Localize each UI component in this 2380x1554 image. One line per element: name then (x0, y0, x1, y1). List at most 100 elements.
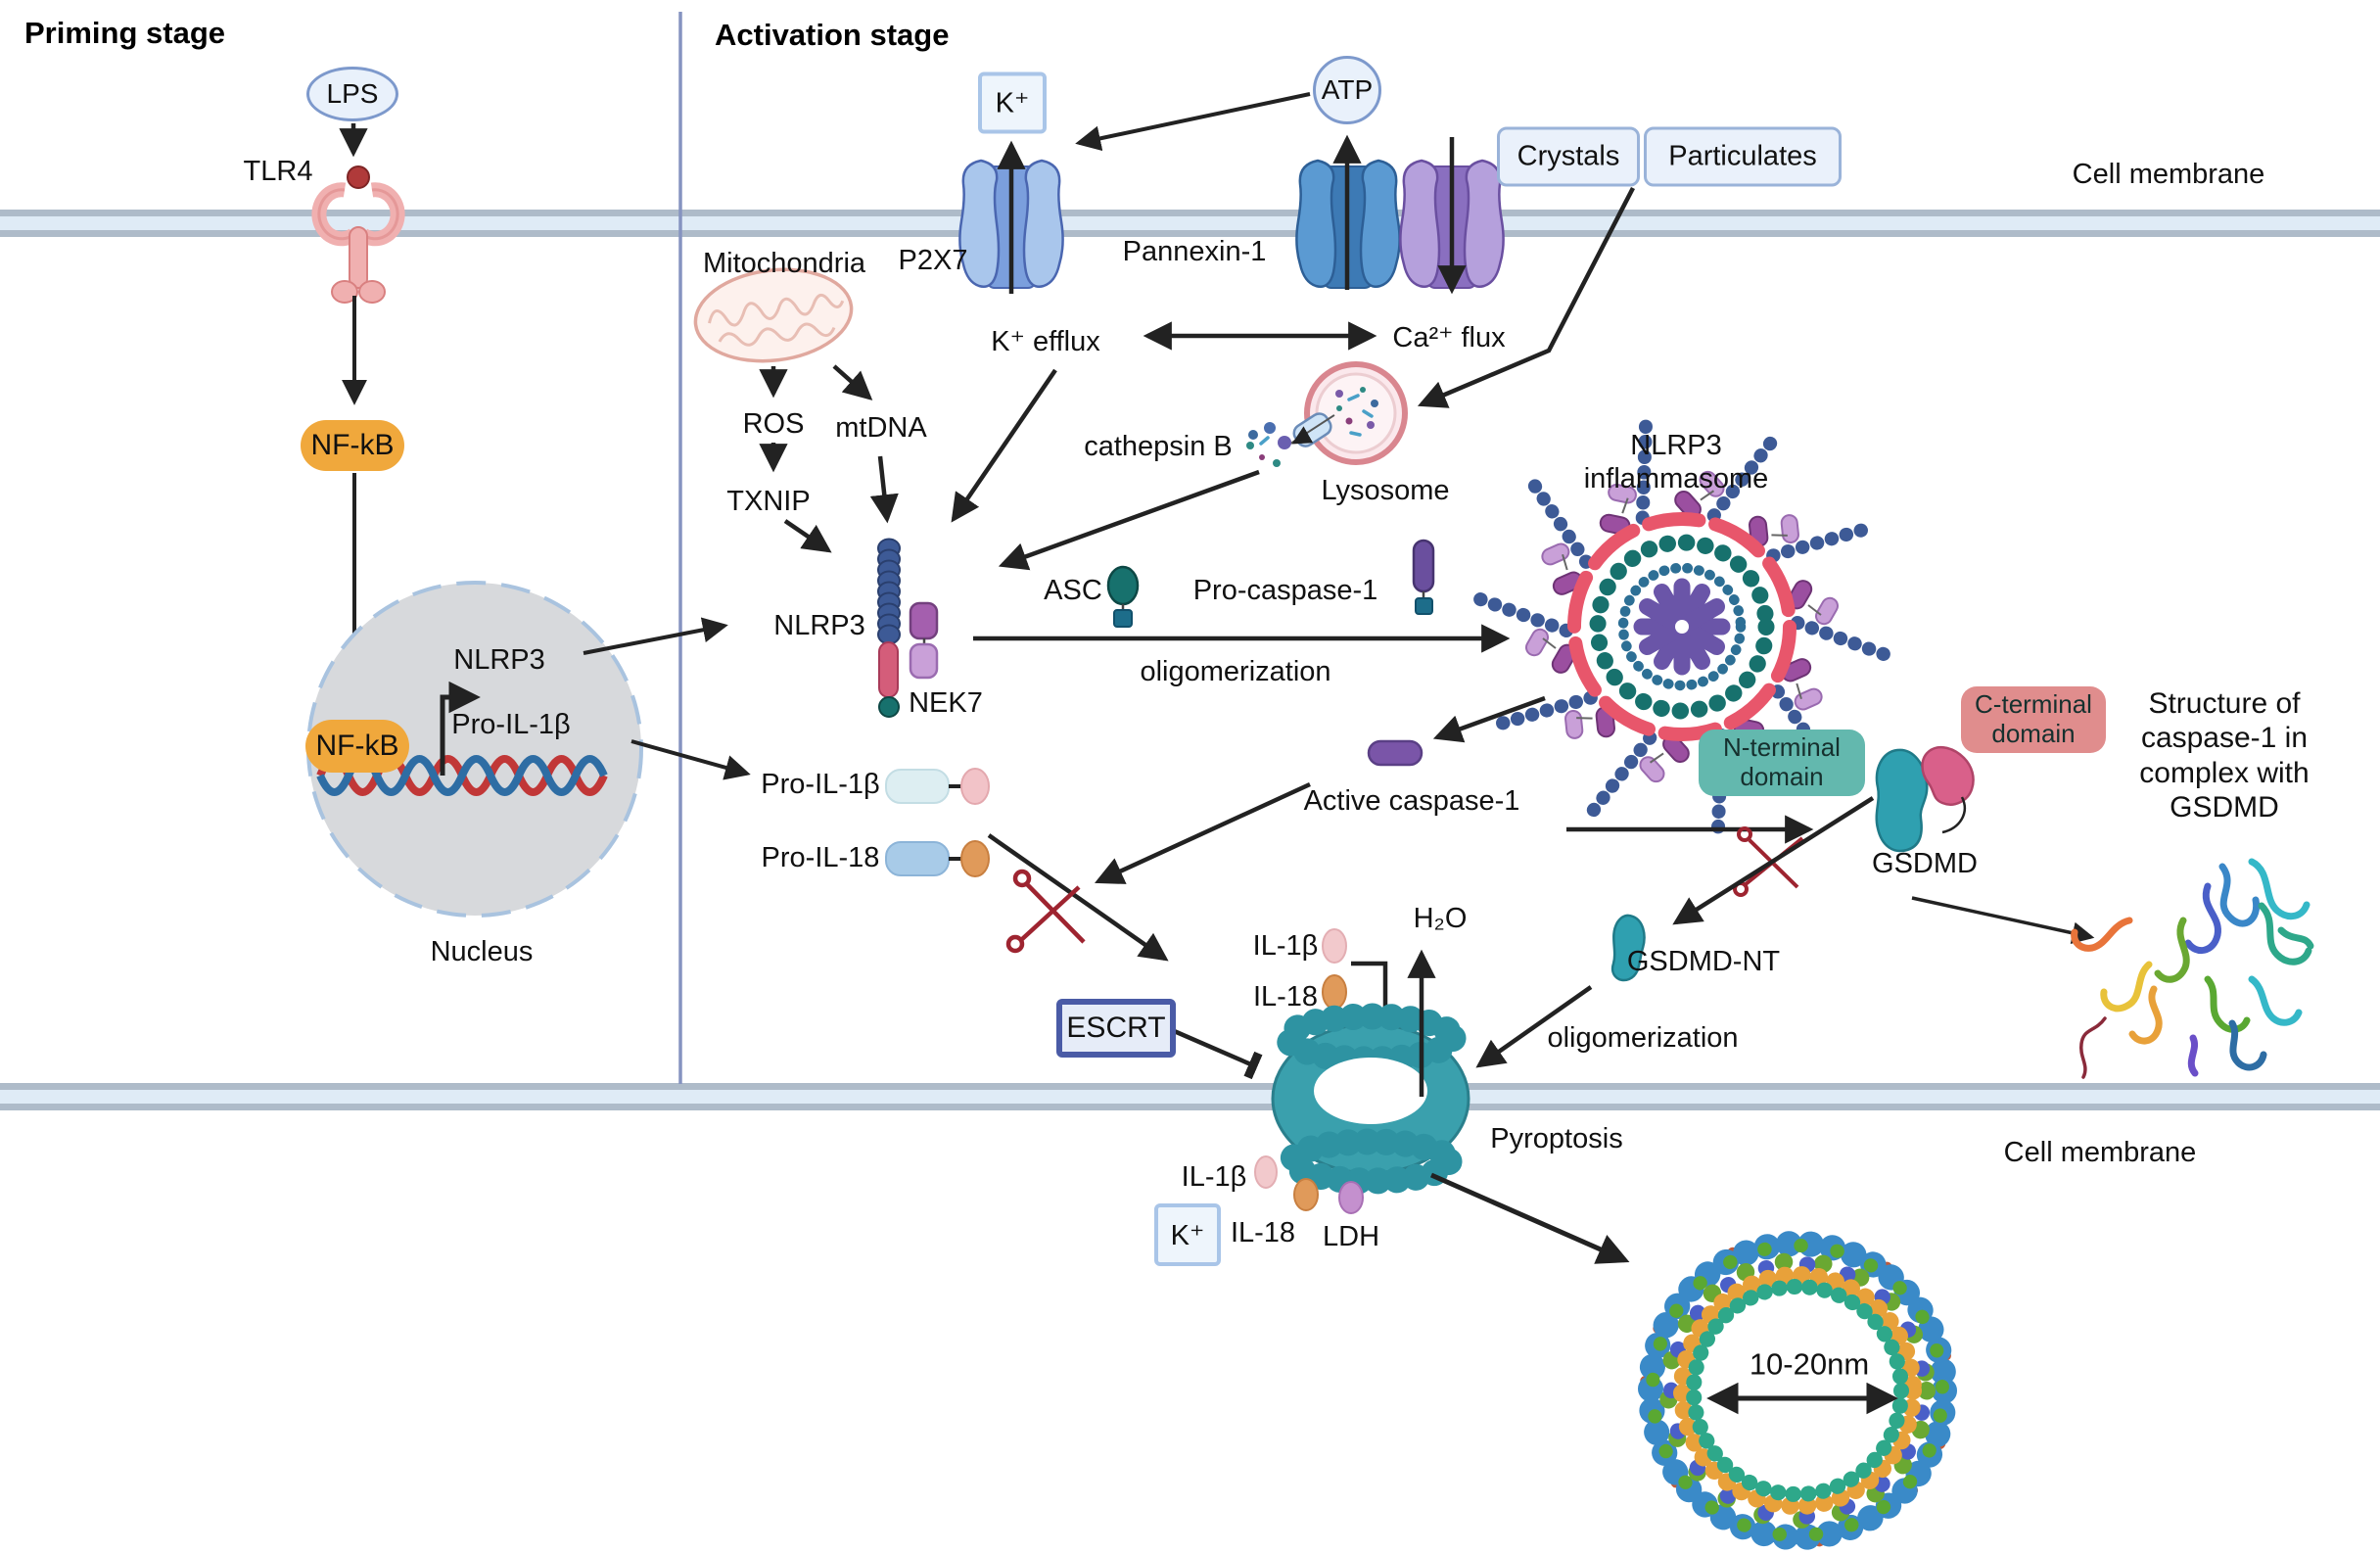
oligomerization-label: oligomerization (1140, 655, 1331, 687)
nek7-label: NEK7 (909, 686, 983, 719)
nfkb-nuclear-pill: NF-kB (305, 720, 409, 773)
cell-membrane-label-top: Cell membrane (2072, 158, 2265, 190)
atp-to-p2x7-arrow (1075, 92, 1311, 152)
nlrp3-nek7-complex (877, 538, 939, 718)
pro-il18-icon (885, 840, 990, 877)
c-terminal-line2: domain (1991, 719, 2076, 748)
wheel-to-active-caspase1-arrow (1432, 695, 1546, 743)
cell-membrane-bottom (0, 1083, 2380, 1110)
pro-il1b-label: Pro-IL-1β (761, 768, 880, 800)
tlr4-label: TLR4 (243, 155, 313, 187)
p2x7-label: P2X7 (898, 244, 968, 276)
il1b-label: IL-1β (1252, 929, 1319, 962)
k-efflux-label: K⁺ efflux (991, 325, 1100, 357)
nlrp3-inflammasome-line2: inflammasome (1583, 463, 1769, 494)
gsdmd-label: GSDMD (1872, 847, 1978, 879)
pro-il1b-icon (885, 768, 990, 805)
cathepsin-release-arrow (1291, 426, 1314, 445)
gsdmd-oligomerization-label: oligomerization (1547, 1021, 1739, 1054)
il18-label: IL-18 (1252, 980, 1319, 1012)
txnip-label: TXNIP (726, 485, 811, 517)
pore-diameter-label: 10-20nm (1749, 1346, 1870, 1382)
gsdmd-molecule (1875, 746, 1975, 853)
lysosome (1289, 361, 1408, 465)
nt-oligomerization-to-pore-arrow (1475, 985, 1593, 1068)
priming-stage-title: Priming stage (24, 16, 225, 50)
pannexin1-label: Pannexin-1 (1122, 235, 1267, 267)
pro-caspase1-label: Pro-caspase-1 (1192, 574, 1378, 606)
k-efflux-to-nlrp3-arrow (951, 368, 1057, 523)
atp-badge: ATP (1313, 56, 1381, 124)
il1b-icon (1322, 928, 1347, 964)
ldh-label: LDH (1322, 1220, 1380, 1252)
asc-icon (1106, 565, 1140, 628)
crystals-badge: Crystals (1497, 126, 1640, 187)
pro-il18-label: Pro-IL-18 (761, 841, 880, 873)
mito-to-mtdna-arrow (832, 364, 873, 400)
structure-caption-line3: complex with (2139, 757, 2310, 789)
il18-icon (1322, 974, 1347, 1010)
structure-caption-line2: caspase-1 in (2140, 722, 2309, 755)
tlr4-receptor (311, 165, 405, 304)
c-terminal-domain-badge: C-terminal domain (1961, 686, 2106, 753)
escrt-inhibition-line (1171, 1027, 1263, 1080)
asc-label: ASC (1044, 574, 1102, 606)
gsdmd-pore-ring-structure (1638, 1231, 1957, 1550)
n-terminal-line1: N-terminal (1723, 732, 1841, 763)
cell-membrane-label-bottom: Cell membrane (2003, 1136, 2197, 1168)
k-ion-badge-bottom: K⁺ (1154, 1203, 1221, 1266)
il1b-released-label: IL-1β (1181, 1160, 1247, 1193)
mtdna-to-nlrp3-arrow (869, 455, 899, 524)
nlrp3-gene-label: NLRP3 (453, 643, 545, 676)
mitochondria-label: Mitochondria (702, 247, 866, 279)
lps-badge: LPS (306, 67, 398, 121)
gsdmd-to-structure-arrow (1911, 896, 2095, 944)
gsdmd-pore (1271, 1003, 1470, 1195)
structure-caption-line1: Structure of (2148, 687, 2301, 721)
structure-caption: Structure of caspase-1 in complex with G… (2139, 686, 2309, 825)
pyroptosis-label: Pyroptosis (1490, 1122, 1623, 1154)
proil1b-gene-to-cytoplasm-arrow (630, 739, 751, 780)
cathepsin-b-label: cathepsin B (1084, 430, 1233, 462)
mitochondria (693, 267, 854, 363)
pore-to-ring-structure-arrow (1429, 1172, 1630, 1264)
gsdmd-nt-label: GSDMD-NT (1626, 945, 1781, 977)
gsdmd-to-nt-arrow (1672, 796, 1875, 925)
pro-il1b-gene-label: Pro-IL-1β (451, 708, 571, 740)
gsdmd-nt-icon (1610, 914, 1646, 982)
ros-label: ROS (742, 407, 805, 440)
proil-to-il-arrow (987, 833, 1169, 962)
pannexin1-channel (1295, 159, 1401, 289)
mtdna-label: mtDNA (835, 411, 927, 444)
nlrp3-inflammasome-label: NLRP3 inflammasome (1584, 429, 1769, 495)
pro-caspase1-icon (1412, 539, 1435, 615)
particulates-badge: Particulates (1644, 126, 1842, 187)
ca-flux-label: Ca²⁺ flux (1392, 321, 1506, 353)
caspase-to-proil-cleavage-arrow (1095, 781, 1311, 884)
released-molecules (1254, 1155, 1364, 1214)
escrt-badge: ESCRT (1056, 999, 1176, 1058)
n-terminal-line2: domain (1740, 762, 1824, 791)
cathepsin-to-nlrp3-arrow (998, 469, 1260, 571)
nlrp3-inflammasome-line1: NLRP3 (1630, 429, 1722, 461)
cathepsin-b-particles (1246, 422, 1291, 467)
il18-released-label: IL-18 (1230, 1216, 1296, 1248)
scissors-icon (1005, 869, 1086, 954)
n-terminal-domain-badge: N-terminal domain (1699, 730, 1865, 796)
active-caspase1-label: Active caspase-1 (1303, 784, 1520, 817)
nucleus-label: Nucleus (430, 935, 534, 967)
promoter-arrow (440, 681, 481, 776)
protein-ribbon-structure (2071, 858, 2314, 1079)
txnip-to-nlrp3-arrow (783, 519, 832, 553)
nlrp3-inflammasome-wheel (1480, 420, 1884, 834)
active-caspase1-icon (1367, 739, 1423, 767)
c-terminal-line1: C-terminal (1975, 689, 2092, 720)
nlrp3-gene-to-complex-arrow (583, 617, 728, 655)
particles-to-lysosome-arrow (1417, 186, 1635, 408)
inflammasome-core-petals (1633, 578, 1731, 676)
k-ion-badge-top: K⁺ (978, 71, 1047, 134)
nlrp3-complex-label: NLRP3 (773, 609, 865, 641)
h2o-label: H₂O (1413, 902, 1468, 934)
